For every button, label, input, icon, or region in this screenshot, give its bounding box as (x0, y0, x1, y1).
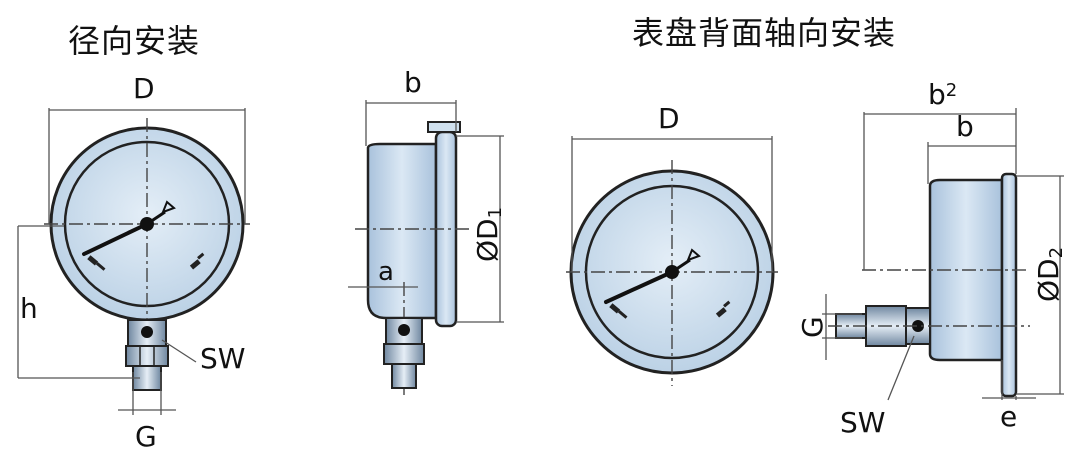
axial-flange (1000, 172, 1018, 398)
radial-side-view: b a ØD1 (348, 66, 506, 395)
radial-front-view: D h SW G (17, 72, 250, 453)
wrench-flat-nut (125, 345, 169, 367)
axial-front-view: D (566, 102, 778, 386)
label-b2: b2 (928, 78, 957, 111)
axial-side-view: b2 b ØD2 G SW e (796, 78, 1067, 439)
label-D-axial: D (658, 102, 680, 135)
axial-pointer-hub (665, 265, 679, 279)
gauge-pointer (82, 222, 149, 256)
label-b-side: b (404, 66, 422, 99)
label-a: a (378, 257, 394, 287)
gauge-case-side (366, 142, 438, 320)
title-radial-mount: 径向安装 (68, 22, 201, 60)
label-h: h (20, 292, 38, 325)
label-D-radial: D (133, 72, 155, 105)
axial-gauge-pointer (604, 270, 674, 304)
label-G-axial: G (796, 316, 829, 338)
nut-side (383, 343, 425, 365)
label-e: e (1000, 400, 1017, 433)
title-back-axial-mount: 表盘背面轴向安装 (632, 14, 897, 52)
label-b-axial: b (956, 110, 974, 143)
label-SW-radial: SW (200, 342, 245, 375)
label-OD1: ØD1 (471, 207, 506, 262)
label-OD2: ØD2 (1032, 247, 1067, 302)
thread-side (391, 363, 417, 389)
label-SW-axial: SW (840, 406, 885, 439)
label-G-radial: G (135, 420, 157, 453)
pointer-hub (140, 217, 154, 231)
